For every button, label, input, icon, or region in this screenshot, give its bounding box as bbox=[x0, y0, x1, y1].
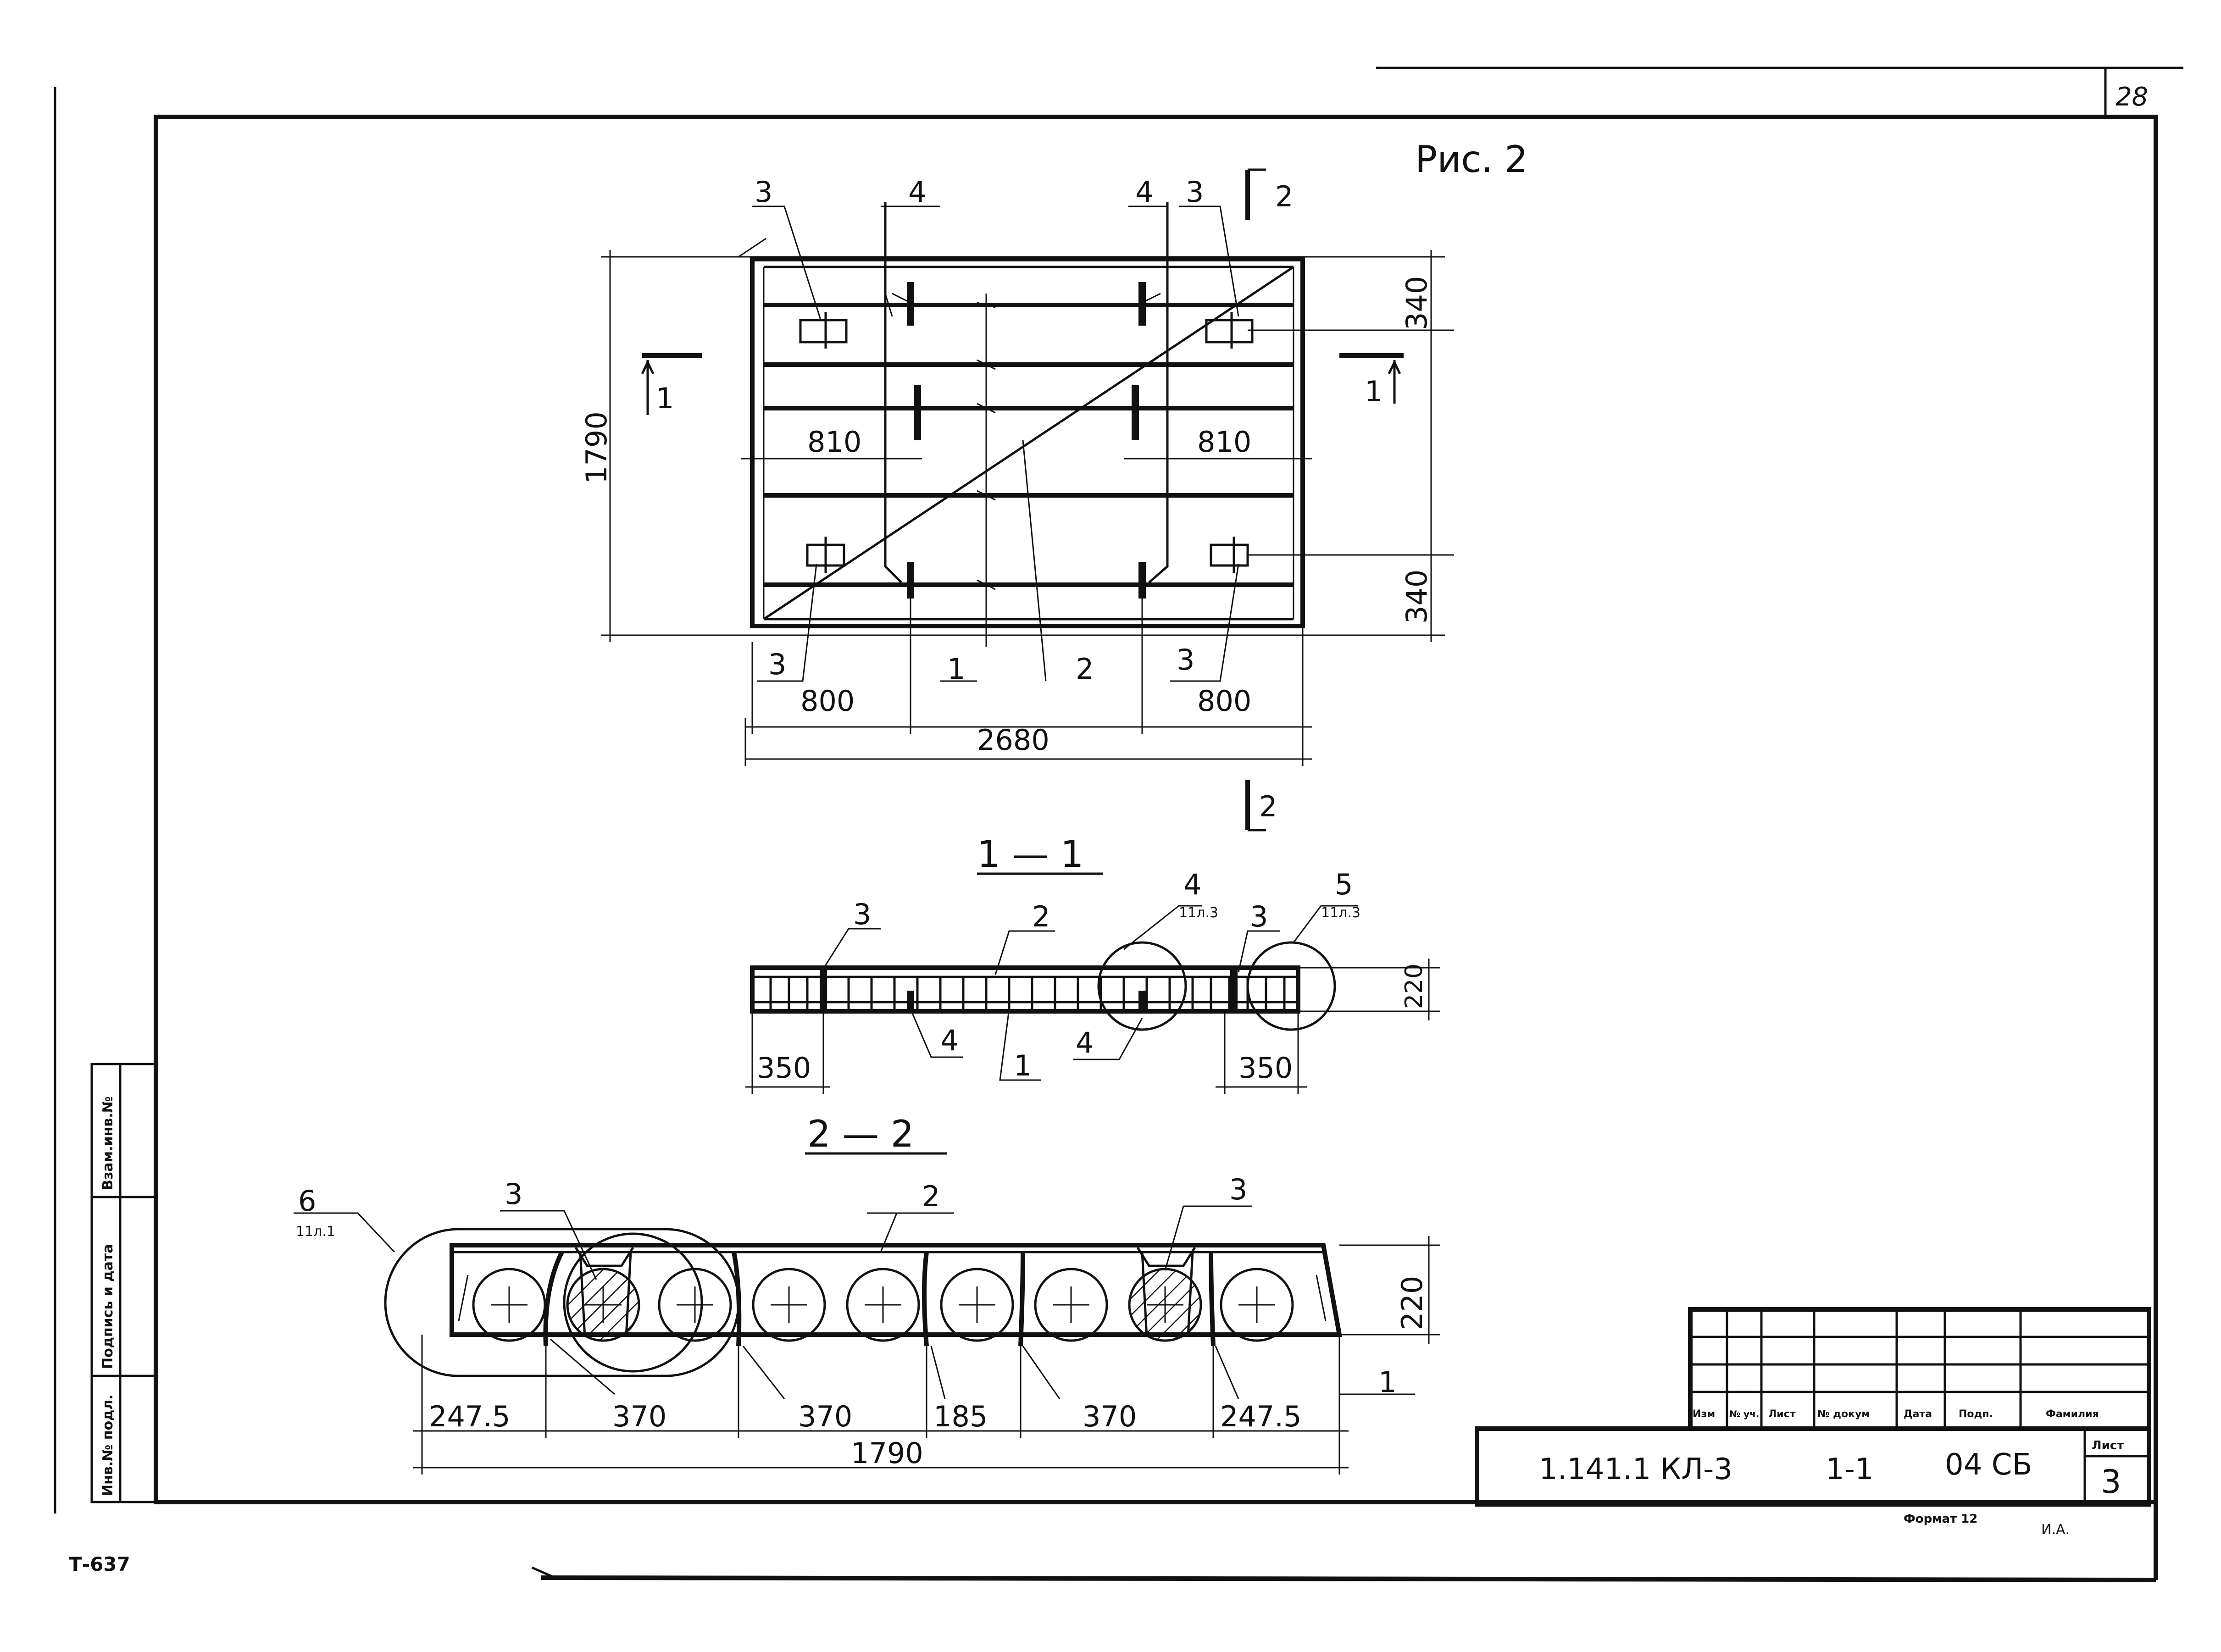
sheet-frame bbox=[54, 67, 2183, 1582]
plan-frames bbox=[884, 202, 1169, 599]
section-1-1-height: 220 bbox=[1400, 964, 1428, 1009]
tb-sheet-label: Лист bbox=[2092, 1439, 2124, 1452]
plan-label-1: 1 bbox=[947, 652, 965, 686]
plan-dim-width: 2680 bbox=[977, 723, 1049, 757]
stamp-signature-date: Подпись и дата bbox=[100, 1244, 116, 1369]
corner-mark: И.А. bbox=[2041, 1522, 2070, 1538]
plan-view: 1790 2680 800 800 810 810 340 340 3 4 4 … bbox=[580, 168, 1454, 832]
s11-label-4-bottom-left: 4 bbox=[940, 1024, 958, 1057]
s11-label-4-bottom-right: 4 bbox=[1076, 1026, 1094, 1059]
s22-label-2: 2 bbox=[922, 1180, 940, 1213]
title-block: Изм № уч. Лист № докум Дата Подп. Фамили… bbox=[1475, 1307, 2151, 1507]
plan-dim-top-band: 340 bbox=[1400, 276, 1433, 330]
plan-label-3-top-right: 3 bbox=[1186, 175, 1204, 209]
s11-label-1: 1 bbox=[1014, 1049, 1032, 1082]
section-1-1-left-end: 350 bbox=[757, 1051, 811, 1085]
plan-dim-height: 1790 bbox=[580, 411, 613, 484]
plan-dim-inner-left: 810 bbox=[807, 425, 861, 459]
plan-label-4-left: 4 bbox=[908, 175, 926, 209]
s22-dim-seg-3: 370 bbox=[798, 1400, 852, 1433]
tb-header-izm: Изм bbox=[1693, 1408, 1715, 1420]
s22-dim-seg-5: 370 bbox=[1083, 1400, 1137, 1433]
section-2-2-leaders bbox=[294, 1205, 1252, 1399]
section-1-1-leaders bbox=[820, 905, 1358, 1081]
detail-callout-4 bbox=[1097, 941, 1187, 1031]
s22-dim-height: 220 bbox=[1395, 1276, 1429, 1330]
tb-header-list: Лист bbox=[1768, 1408, 1796, 1420]
plan-dim-right: 800 bbox=[1197, 684, 1251, 718]
s22-dim-seg-6: 247.5 bbox=[1220, 1400, 1302, 1433]
section-1-1-cores bbox=[769, 977, 1286, 1011]
tb-header-uch: № уч. bbox=[1729, 1408, 1759, 1419]
tb-sheet-number: 3 bbox=[2101, 1463, 2121, 1501]
s22-label-3-left: 3 bbox=[505, 1177, 522, 1211]
section-mark-2-bottom: 2 bbox=[1259, 790, 1277, 823]
section-2-2-cores bbox=[472, 1268, 1294, 1342]
s11-label-4-top: 4 bbox=[1183, 868, 1201, 901]
section-2-2-frames bbox=[458, 1247, 1327, 1347]
figure-label: Рис. 2 bbox=[1415, 138, 1528, 181]
s22-label-1: 1 bbox=[1378, 1365, 1396, 1399]
section-2-2: 2 — 2 bbox=[294, 1113, 1440, 1475]
tb-header-familiya: Фамилия bbox=[2046, 1408, 2099, 1420]
plan-label-2: 2 bbox=[1076, 652, 1094, 686]
section-1-1-right-end: 350 bbox=[1238, 1051, 1293, 1085]
tb-sheet-code: 04 СБ bbox=[1945, 1448, 2032, 1482]
plan-label-4-right: 4 bbox=[1135, 175, 1153, 209]
plan-dim-bottom-band: 340 bbox=[1400, 570, 1433, 624]
plan-label-3-top-left: 3 bbox=[755, 175, 772, 209]
section-1-1-title: 1 — 1 bbox=[977, 833, 1084, 876]
tb-doc-code: 1.141.1 КЛ-3 bbox=[1539, 1452, 1732, 1486]
s22-dim-seg-2: 370 bbox=[612, 1400, 666, 1433]
s11-label-3-left: 3 bbox=[853, 898, 871, 931]
plan-dimensions bbox=[601, 238, 1445, 766]
plan-leaders bbox=[752, 205, 1239, 682]
section-1-1-dimensions bbox=[745, 959, 1440, 1094]
s11-label-2: 2 bbox=[1032, 900, 1050, 933]
section-2-2-dimensions bbox=[413, 1236, 1440, 1475]
s22-label-3-right: 3 bbox=[1229, 1173, 1247, 1206]
section-mark-1-right: 1 bbox=[1365, 375, 1383, 408]
s11-ref-4: 11л.3 bbox=[1179, 905, 1218, 921]
section-mark-1-left: 1 bbox=[656, 382, 674, 415]
detail-callout-6 bbox=[384, 1228, 740, 1377]
plan-dim-inner-right: 810 bbox=[1197, 425, 1251, 459]
plan-label-3-bottom-right: 3 bbox=[1177, 643, 1194, 676]
plan-ticks bbox=[884, 293, 996, 647]
stamp-inv-replaced: Взам.инв.№ bbox=[100, 1096, 116, 1190]
plan-dim-left: 800 bbox=[800, 684, 855, 718]
format-label: Формат 12 bbox=[1904, 1512, 1977, 1526]
plan-loops bbox=[799, 312, 1254, 573]
s11-label-3-right: 3 bbox=[1250, 900, 1268, 933]
s22-dim-seg-1: 247.5 bbox=[429, 1400, 511, 1433]
section-2-2-title: 2 — 2 bbox=[807, 1113, 914, 1155]
side-stamp: Инв.№ подл. Подпись и дата Взам.инв.№ bbox=[90, 1063, 157, 1503]
tb-issue: 1-1 bbox=[1826, 1452, 1874, 1486]
s22-dim-seg-4: 185 bbox=[933, 1400, 988, 1433]
page-number: 28 bbox=[2116, 82, 2148, 112]
tb-header-podp: Подп. bbox=[1959, 1408, 1993, 1420]
s22-label-6: 6 bbox=[298, 1184, 316, 1218]
section-mark-2-top: 2 bbox=[1275, 180, 1293, 213]
stamp-inv-orig: Инв.№ подл. bbox=[100, 1394, 116, 1496]
detail-callout-5 bbox=[1246, 941, 1336, 1031]
s11-ref-5: 11л.3 bbox=[1321, 905, 1360, 921]
s11-label-5: 5 bbox=[1335, 868, 1353, 901]
tb-header-dokum: № докум bbox=[1817, 1408, 1870, 1420]
plan-label-3-bottom-left: 3 bbox=[768, 648, 786, 681]
tb-header-data: Дата bbox=[1904, 1408, 1932, 1420]
s22-ref-6: 11л.1 bbox=[296, 1224, 335, 1240]
section-1-1: 1 — 1 bbox=[745, 833, 1440, 1094]
corner-code: Т-637 bbox=[69, 1553, 130, 1575]
s22-dim-overall: 1790 bbox=[851, 1436, 923, 1470]
